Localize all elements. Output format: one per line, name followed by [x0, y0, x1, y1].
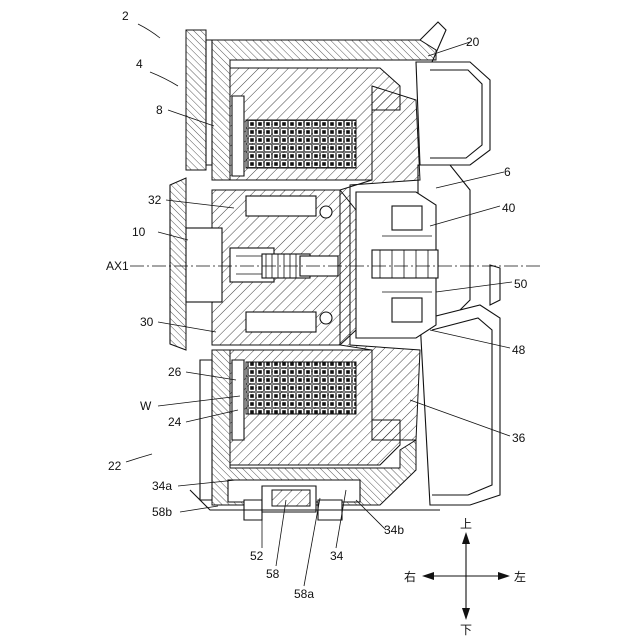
direction-indicator — [422, 532, 510, 620]
label-58: 58 — [266, 567, 280, 581]
label-8: 8 — [156, 103, 163, 117]
direction-right-side-label: 左 — [514, 569, 526, 584]
label-22: 22 — [108, 459, 122, 473]
label-32: 32 — [148, 193, 162, 207]
label-34a: 34a — [152, 479, 172, 493]
label-6: 6 — [504, 165, 511, 179]
label-58b: 58b — [152, 505, 172, 519]
label-34b: 34b — [384, 523, 404, 537]
label-4: 4 — [136, 57, 143, 71]
label-30: 30 — [140, 315, 154, 329]
label-w: W — [140, 399, 152, 413]
direction-left-side-label: 右 — [404, 569, 416, 584]
label-34: 34 — [330, 549, 344, 563]
label-20: 20 — [466, 35, 480, 49]
rotor-hub — [186, 190, 356, 345]
label-2: 2 — [122, 9, 129, 23]
label-ax1: AX1 — [106, 259, 129, 273]
label-36: 36 — [512, 431, 526, 445]
label-58a: 58a — [294, 587, 314, 601]
label-48: 48 — [512, 343, 526, 357]
direction-up-label: 上 — [460, 517, 472, 531]
label-10: 10 — [132, 225, 146, 239]
direction-down-label: 下 — [460, 623, 472, 637]
label-40: 40 — [502, 201, 516, 215]
label-52: 52 — [250, 549, 264, 563]
label-26: 26 — [168, 365, 182, 379]
label-24: 24 — [168, 415, 182, 429]
label-50: 50 — [514, 277, 528, 291]
